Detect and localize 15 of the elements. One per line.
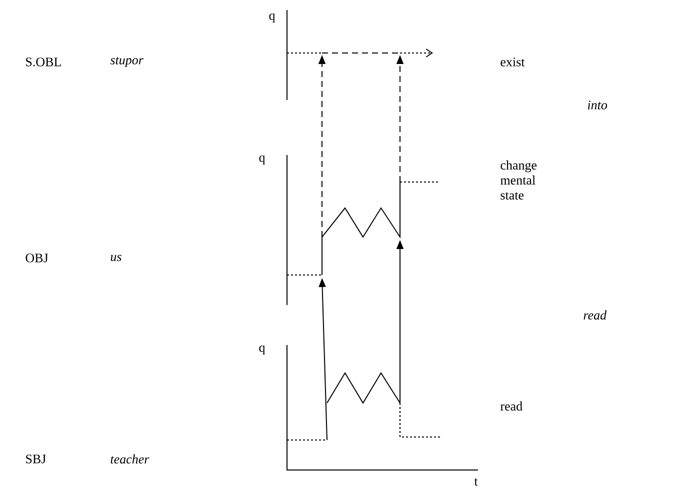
participant-label: stupor [110, 56, 144, 68]
role-label: OBJ [26, 254, 48, 262]
relation-label: into [588, 100, 608, 110]
participant-label: us [110, 254, 122, 262]
participant-label: teacher [110, 454, 150, 464]
event-label: read [500, 401, 522, 411]
axis-label: q [259, 155, 266, 164]
event-label: change mental state [500, 160, 537, 200]
axis-label: q [269, 13, 276, 22]
event-label: exist [500, 58, 525, 66]
role-label: S.OBL [26, 58, 61, 66]
role-label: SBJ [26, 454, 46, 464]
relation-label: read [584, 310, 607, 320]
axis-label: q [259, 346, 266, 354]
axis-label: t [474, 478, 478, 486]
